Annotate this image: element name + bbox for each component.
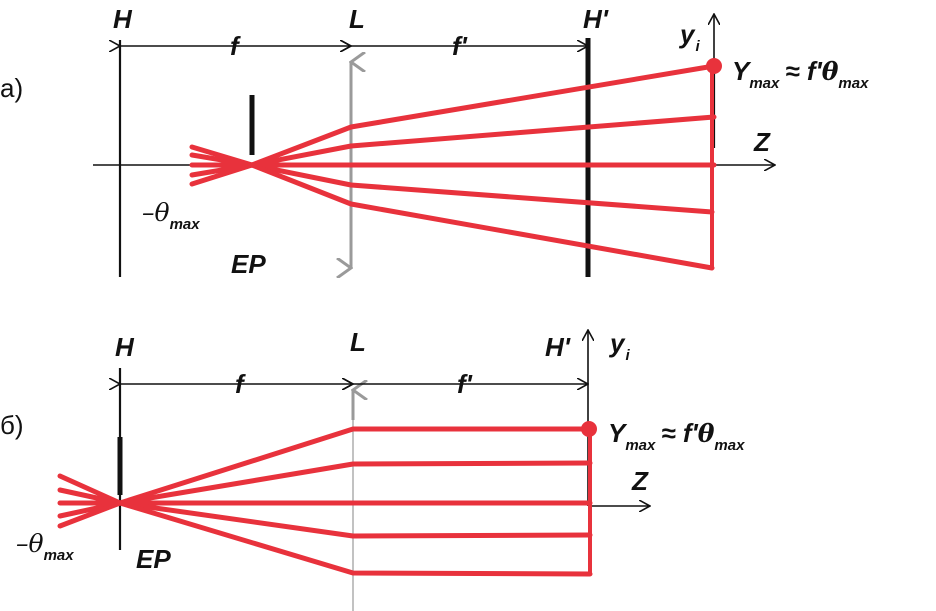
- panel-a-f-label: f: [230, 31, 241, 61]
- panel-b-h-label: H: [115, 332, 135, 362]
- panel-a-ray-2: [189, 114, 717, 168]
- panel-a-ep-label: EP: [231, 249, 266, 279]
- panel-a-h-label: H: [113, 4, 133, 34]
- panel-b-ray-2: [57, 460, 593, 506]
- panel-b-neg-theta-label: –θmax: [16, 529, 74, 564]
- panel-a: а) H L H' f f' yi: [0, 4, 869, 279]
- panel-a-label: а): [0, 73, 23, 103]
- panel-b-rays: [57, 421, 597, 577]
- panel-b-f-label: f: [235, 369, 246, 399]
- panel-b-ymax-formula: Ymax≈ f'θmax: [608, 418, 745, 454]
- panel-b-ep-label: EP: [136, 544, 171, 574]
- panel-b-f-prime-label: f': [457, 369, 473, 399]
- panel-a-ymax-formula: Ymax≈ f'θmax: [732, 56, 869, 92]
- panel-a-rays: [189, 58, 722, 271]
- panel-a-h-prime-label: H': [583, 4, 609, 34]
- panel-a-y-label: yi: [678, 19, 700, 55]
- panel-b-ray-1: [57, 426, 593, 506]
- panel-b-y-label: yi: [608, 328, 630, 364]
- panel-a-l-label: L: [349, 4, 365, 34]
- panel-a-f-prime-label: f': [452, 31, 468, 61]
- panel-a-ray-5: [189, 162, 715, 271]
- panel-a-ray-1: [189, 63, 717, 168]
- panel-b-z-label: Z: [631, 466, 649, 496]
- panel-b-label: б): [0, 410, 24, 440]
- panel-b: б) H L H' f f' yi Z Ymax≈ f': [0, 327, 745, 611]
- panel-b-l-label: L: [350, 327, 366, 357]
- panel-b-h-prime-label: H': [545, 332, 571, 362]
- panel-b-ray-5: [57, 500, 593, 577]
- panel-b-ray-4: [57, 500, 593, 539]
- panel-a-ray-4: [189, 162, 715, 215]
- panel-b-ymax-point: [581, 421, 597, 437]
- panel-a-neg-theta-label: –θmax: [142, 198, 200, 233]
- panel-a-ymax-point: [706, 58, 722, 74]
- panel-a-z-label: Z: [753, 127, 771, 157]
